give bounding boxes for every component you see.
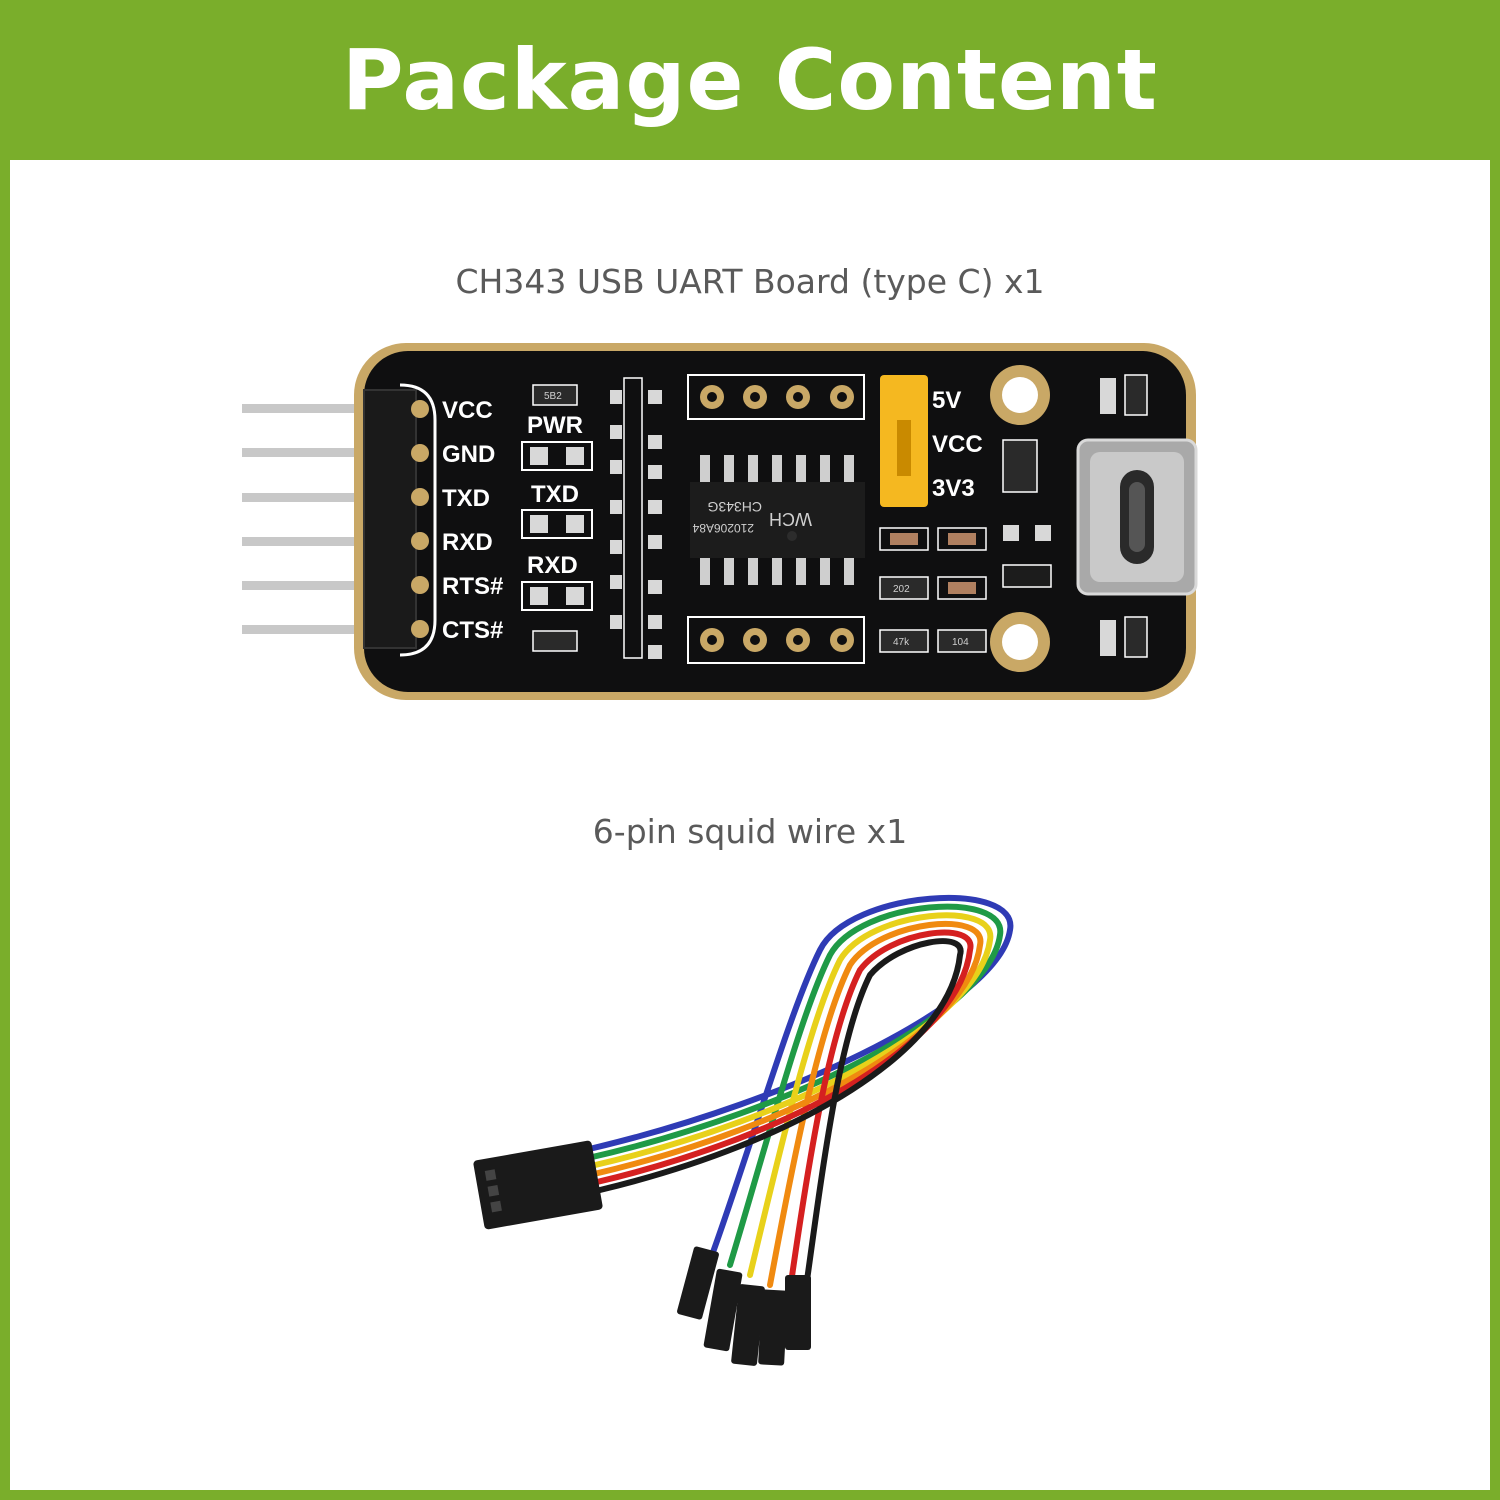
led-label-txd: TXD — [531, 481, 579, 508]
jumper-label-3v3: 3V3 — [932, 475, 975, 502]
ch343g-chip: WCH CH343G 210206A84 — [690, 455, 865, 585]
usb-c-connector — [1076, 438, 1198, 596]
jumper-label-vcc: VCC — [932, 431, 983, 458]
svg-text:WCH: WCH — [769, 509, 812, 529]
pin-label-gnd: GND — [442, 441, 495, 468]
led-label-rxd: RXD — [527, 552, 578, 579]
header-banner: Package Content — [0, 0, 1500, 160]
mounting-holes — [990, 365, 1050, 672]
pin-header — [363, 389, 417, 649]
led-label-pwr: PWR — [527, 412, 583, 439]
resistors: 5B2 202 47k 104 — [532, 374, 1148, 659]
svg-text:47k: 47k — [893, 637, 910, 648]
pin-pads — [411, 400, 429, 638]
breakout-pads — [687, 374, 865, 664]
wire-dupont-ends — [677, 1246, 811, 1366]
pin-label-txd: TXD — [442, 485, 490, 512]
board-caption: CH343 USB UART Board (type C) x1 — [455, 262, 1045, 301]
jumper-label-5v: 5V — [932, 387, 961, 414]
svg-text:CH343G: CH343G — [708, 499, 762, 515]
leds — [521, 441, 593, 611]
svg-text:210206A84: 210206A84 — [692, 521, 754, 535]
squid-wire-image — [582, 895, 1014, 1298]
pin-label-cts: CTS# — [442, 617, 503, 644]
svg-text:5B2: 5B2 — [544, 391, 562, 402]
pin-label-rxd: RXD — [442, 529, 493, 556]
svg-text:104: 104 — [952, 637, 969, 648]
wire-caption: 6-pin squid wire x1 — [592, 812, 908, 851]
voltage-jumper — [880, 375, 928, 507]
pin-label-rts: RTS# — [442, 573, 503, 600]
wire-connector-housing — [473, 1140, 603, 1230]
svg-text:202: 202 — [893, 584, 910, 595]
pin-label-vcc: VCC — [442, 397, 493, 424]
header-pins — [242, 404, 372, 634]
page-title: Package Content — [342, 31, 1158, 129]
